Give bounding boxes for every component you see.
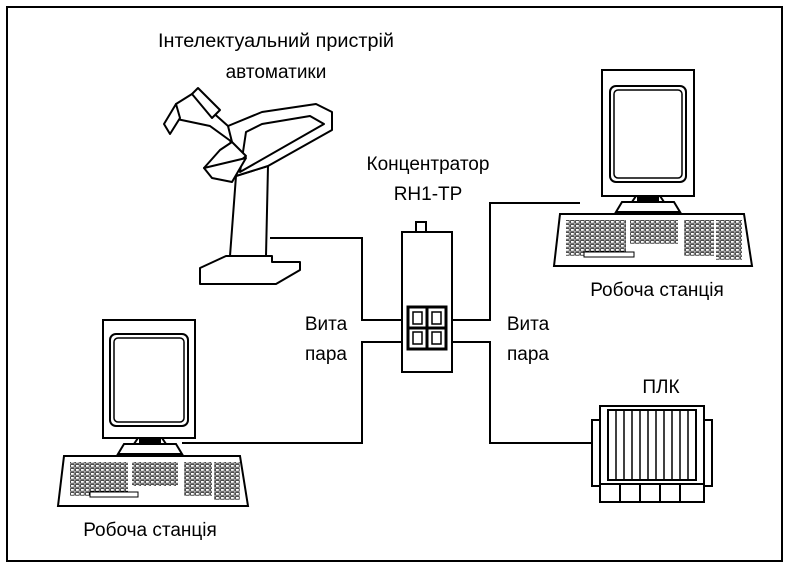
cable-workstation-left-hub <box>182 342 414 443</box>
cable-robot-hub <box>270 238 414 320</box>
hub-label-line2: RH1-TP <box>394 184 463 205</box>
hub-label-line1: Концентратор <box>367 154 490 175</box>
twisted-pair-left-line1: Вита <box>305 314 348 335</box>
workstation-right-icon <box>554 70 752 266</box>
hub-icon <box>402 222 452 372</box>
twisted-pair-right-line2: пара <box>507 344 549 365</box>
plc-label: ПЛК <box>642 377 679 398</box>
twisted-pair-right-line1: Вита <box>507 314 550 335</box>
twisted-pair-left-line2: пара <box>305 344 347 365</box>
workstation-left-label: Робоча станція <box>83 520 217 541</box>
robot-arm-icon <box>164 88 332 284</box>
device-label-line1: Інтелектуальний пристрій <box>158 31 394 52</box>
device-label-line2: автоматики <box>226 62 327 83</box>
plc-icon <box>592 406 712 502</box>
workstation-right-label: Робоча станція <box>590 280 724 301</box>
workstation-left-icon <box>58 320 248 506</box>
